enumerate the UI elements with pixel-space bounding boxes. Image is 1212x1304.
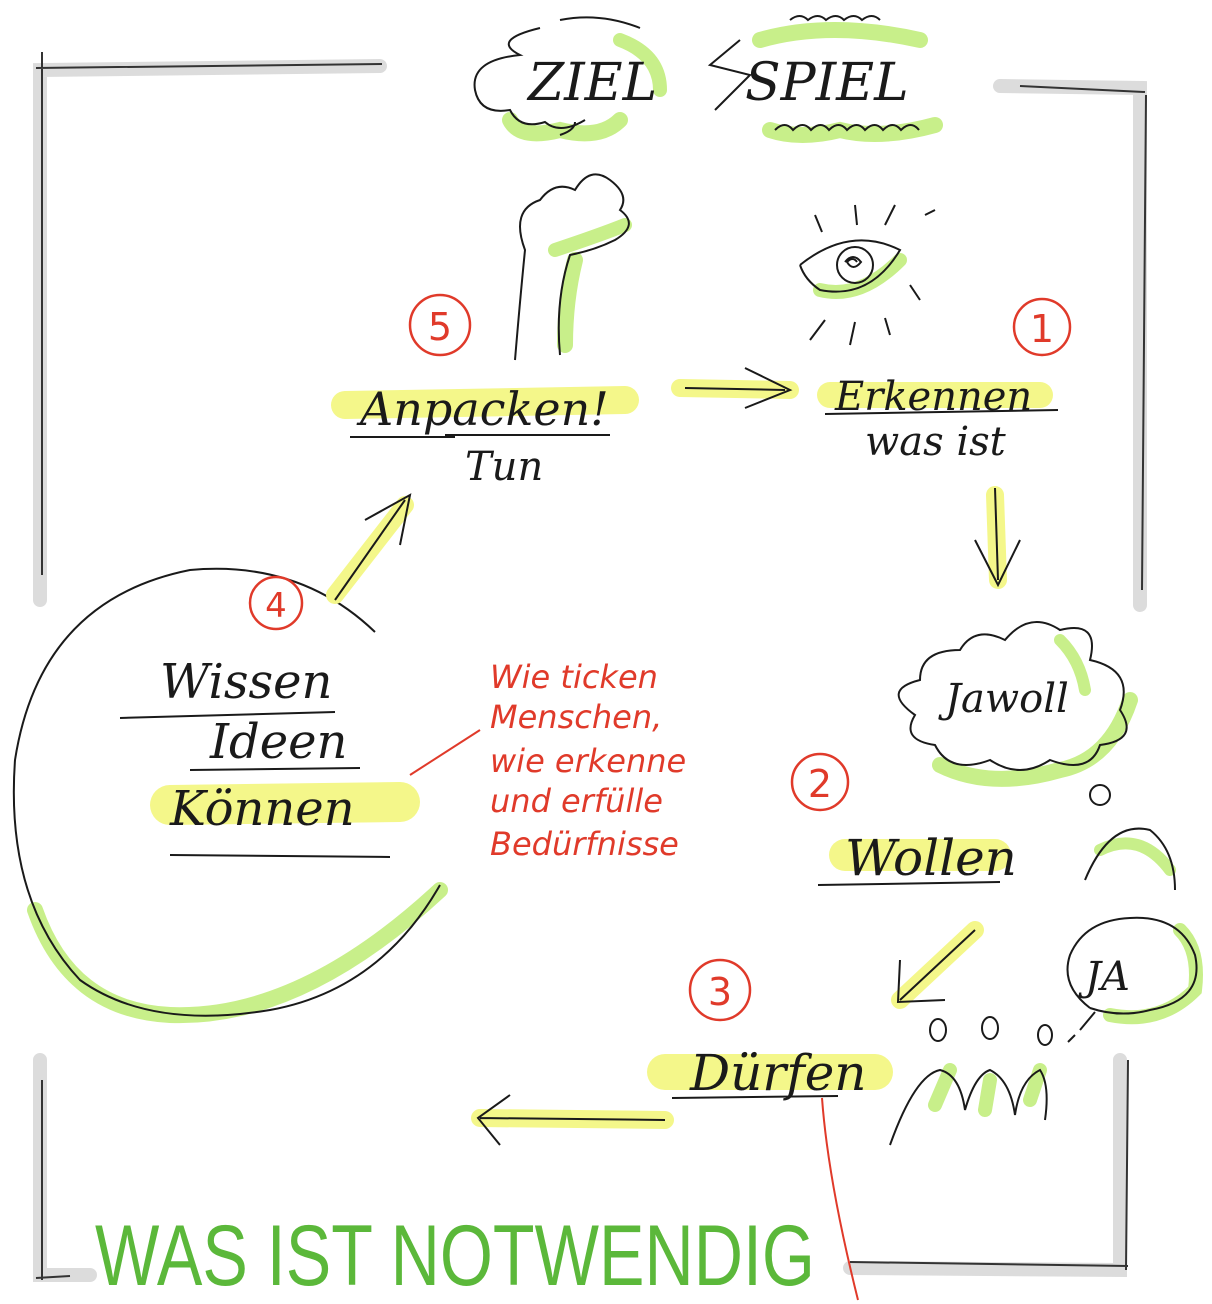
duerfen-underline — [671, 1095, 839, 1099]
arrow-duerfen-to-koennen — [471, 1094, 674, 1146]
step4-number: 4 — [265, 586, 287, 626]
ziel-label: ZIEL — [526, 53, 657, 113]
step3-number: 3 — [708, 970, 732, 1014]
note-line: Bedürfnisse — [490, 825, 679, 863]
was-ist-label: was ist — [865, 419, 1007, 465]
hand-icon — [514, 173, 632, 361]
koennen-highlight — [150, 782, 420, 825]
ja-bubble — [1066, 916, 1203, 1043]
jawoll-label: Jawoll — [938, 676, 1069, 722]
step5-circle — [408, 293, 472, 357]
erkennen-underline — [824, 409, 1059, 415]
anpacken-label: Anpacken! — [356, 382, 609, 436]
step1-number: 1 — [1030, 307, 1054, 351]
ziel-cloud — [473, 16, 667, 142]
people-icon — [889, 827, 1176, 1146]
step5-number: 5 — [428, 305, 452, 349]
ideen-label: Ideen — [209, 714, 347, 770]
ja-label: JA — [1078, 954, 1130, 1000]
wissen-underline — [119, 711, 336, 719]
tun-label: Tun — [465, 444, 543, 490]
eye-icon — [799, 204, 936, 346]
note-line: Menschen, — [490, 698, 662, 736]
ideen-underline — [189, 767, 361, 771]
note-line: und erfülle — [490, 782, 663, 820]
koennen-circle — [12, 567, 448, 1024]
wissen-label: Wissen — [160, 654, 332, 710]
needs-note: Wie ticken Menschen, wie erkenne und erf… — [490, 658, 686, 863]
step1-circle — [1012, 297, 1072, 357]
footer-title: WAS IST NOTWENDIG — [95, 1208, 815, 1304]
step4-circle — [248, 575, 304, 631]
arrow-wollen-to-duerfen — [891, 921, 984, 1009]
koennen-label: Können — [169, 781, 355, 837]
note-connector-line — [409, 729, 481, 776]
wollen-label: Wollen — [845, 829, 1017, 887]
step3-circle — [688, 958, 752, 1022]
arrow-anpacken-to-erkennen — [671, 367, 799, 409]
note-line: wie erkenne — [490, 742, 686, 780]
anpacken-underline — [350, 434, 610, 438]
red-connector-line — [821, 1097, 859, 1301]
wollen-underline — [817, 881, 1001, 886]
duerfen-label: Dürfen — [689, 1044, 867, 1102]
spiel-label: SPIEL — [745, 53, 909, 113]
jawoll-bubble — [897, 621, 1138, 806]
spiel-cloud — [707, 15, 943, 143]
frame-brackets — [33, 52, 1147, 1282]
arrow-erkennen-to-wollen — [974, 486, 1021, 589]
arrow-koennen-to-anpacken — [326, 493, 414, 604]
step2-circle — [790, 752, 850, 812]
anpacken-highlight — [331, 386, 639, 419]
note-line: Wie ticken — [490, 658, 658, 696]
koennen-underline — [169, 854, 391, 858]
step2-number: 2 — [808, 762, 832, 806]
